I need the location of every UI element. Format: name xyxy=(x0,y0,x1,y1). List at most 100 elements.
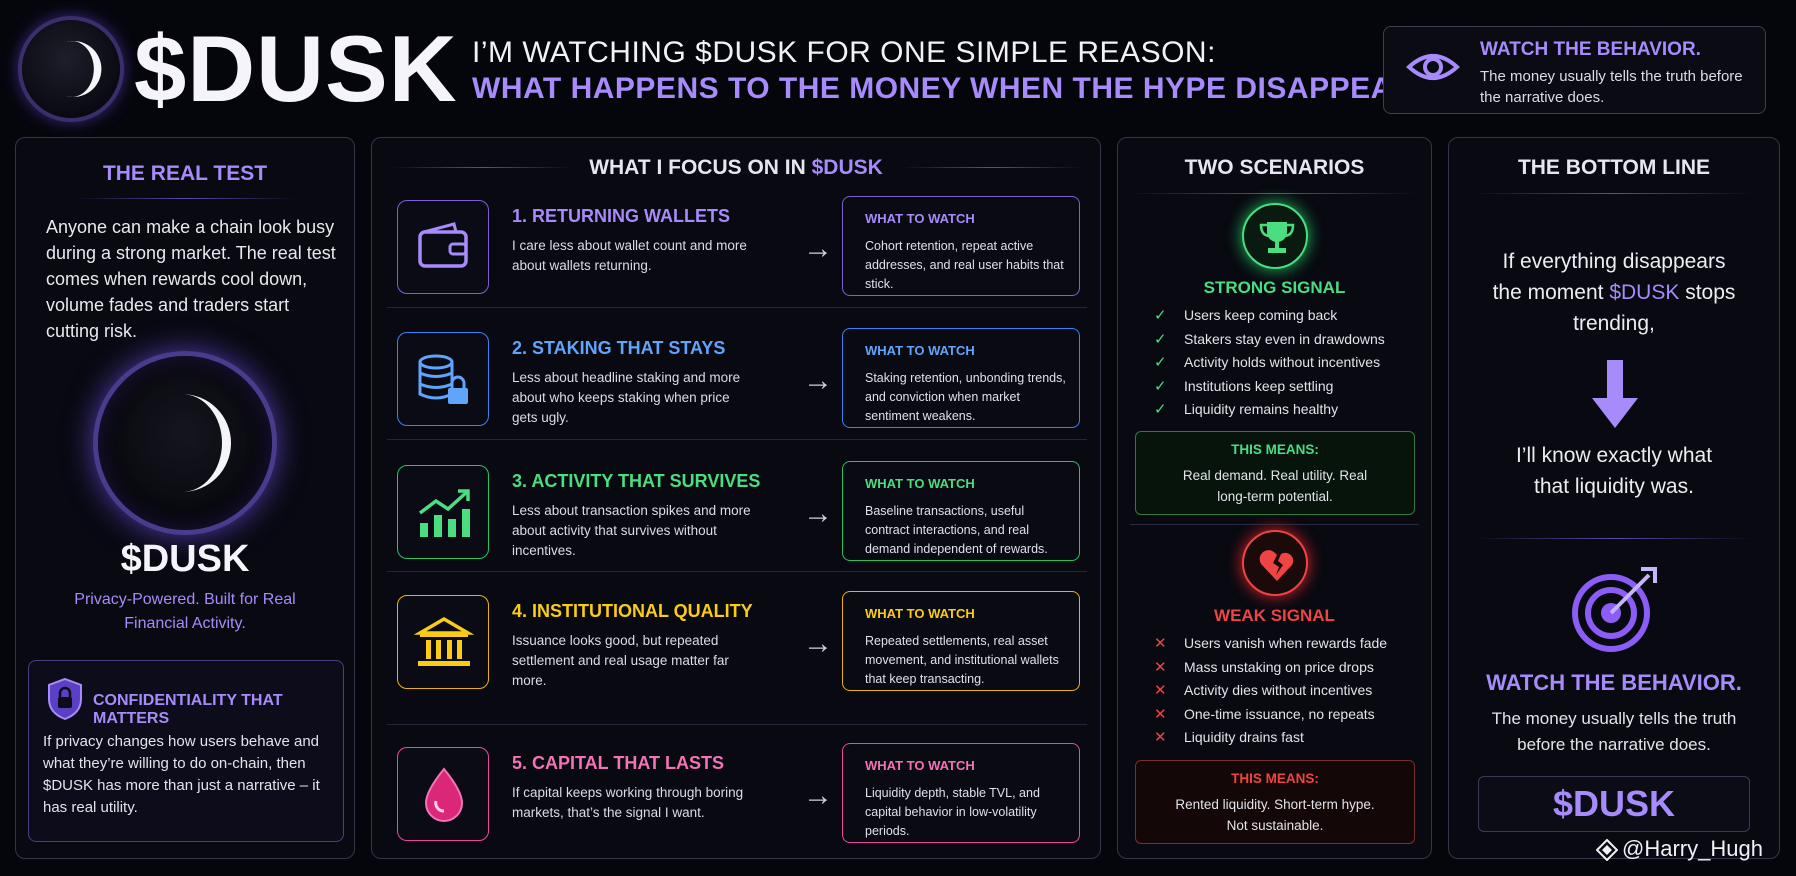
weak-means-title: THIS MEANS: xyxy=(1231,771,1319,786)
focus-row-desc: Less about transaction spikes and more a… xyxy=(512,503,751,558)
weak-signal-list: ✕Users vanish when rewards fade ✕Mass un… xyxy=(1154,632,1424,750)
watch-text: Liquidity depth, stable TVL, and capital… xyxy=(865,786,1040,838)
dusk-badge: $DUSK xyxy=(1478,776,1750,832)
watch-behavior-title: WATCH THE BEHAVIOR. xyxy=(1480,39,1701,60)
shield-lock-icon xyxy=(48,677,82,721)
headline-line1: I’M WATCHING $DUSK FOR ONE SIMPLE REASON… xyxy=(472,36,1216,69)
strong-means-text: Real demand. Real utility. Real long-ter… xyxy=(1182,468,1368,504)
list-item: ✓Users keep coming back xyxy=(1154,304,1424,328)
focus-row-desc: If capital keeps working through boring … xyxy=(512,785,744,820)
strong-signal-title: STRONG SIGNAL xyxy=(1203,278,1346,297)
watch-label: WHAT TO WATCH xyxy=(865,758,975,773)
dusk-label: $DUSK xyxy=(120,538,250,580)
cross-icon: ✕ xyxy=(1154,658,1167,676)
focus-title: WHAT I FOCUS ON IN $DUSK xyxy=(372,156,1100,180)
arrow-down-icon xyxy=(1592,360,1638,428)
trophy-icon xyxy=(1242,203,1308,269)
real-test-title: THE REAL TEST xyxy=(102,162,268,185)
watch-text: Cohort retention, repeat active addresse… xyxy=(865,239,1064,291)
check-icon: ✓ xyxy=(1154,307,1167,324)
watch-box: WHAT TO WATCH Cohort retention, repeat a… xyxy=(842,196,1080,296)
focus-row-title: 4. INSTITUTIONAL QUALITY xyxy=(512,601,753,621)
list-item: ✕Users vanish when rewards fade xyxy=(1154,632,1424,656)
confidentiality-card: CONFIDENTIALITY THAT MATTERS If privacy … xyxy=(28,660,344,842)
watch-text: Baseline transactions, useful contract i… xyxy=(865,504,1048,556)
cross-icon: ✕ xyxy=(1154,705,1167,723)
bottom-line-title: THE BOTTOM LINE xyxy=(1517,156,1711,179)
panel-two-scenarios: TWO SCENARIOS STRONG SIGNAL ✓Users keep … xyxy=(1117,137,1432,859)
strong-means-box: THIS MEANS: Real demand. Real utility. R… xyxy=(1135,431,1415,515)
confidentiality-body: If privacy changes how users behave and … xyxy=(43,733,320,816)
cross-icon: ✕ xyxy=(1154,682,1167,699)
check-icon: ✓ xyxy=(1154,401,1167,418)
real-test-body: Anyone can make a chain look busy during… xyxy=(46,217,336,341)
quote-accent: $DUSK xyxy=(1609,281,1680,304)
focus-row-5: 5. CAPITAL THAT LASTS If capital keeps w… xyxy=(387,729,1087,849)
arrow-right-icon: → xyxy=(803,364,833,397)
divider xyxy=(76,198,296,199)
eye-icon xyxy=(1406,54,1460,80)
list-item: ✕Mass unstaking on price drops xyxy=(1154,656,1424,680)
focus-row-desc: Less about headline staking and more abo… xyxy=(512,370,741,425)
focus-row-2: 2. STAKING THAT STAYS Less about headlin… xyxy=(387,314,1087,434)
scenarios-title: TWO SCENARIOS xyxy=(1184,156,1365,179)
divider xyxy=(1474,538,1754,539)
diamond-logo-icon xyxy=(1596,839,1618,862)
watch-label: WHAT TO WATCH xyxy=(865,211,975,226)
panel-focus: WHAT I FOCUS ON IN $DUSK 1. RETURNING WA… xyxy=(371,137,1101,859)
divider xyxy=(1130,193,1419,194)
focus-row-1: 1. RETURNING WALLETS I care less about w… xyxy=(387,182,1087,302)
watch-text: Repeated settlements, real asset movemen… xyxy=(865,634,1059,686)
focus-row-title: 1. RETURNING WALLETS xyxy=(512,206,731,226)
list-item: ✕Liquidity drains fast xyxy=(1154,726,1424,750)
watch-box: WHAT TO WATCH Staking retention, unbondi… xyxy=(842,328,1080,428)
watch-label: WHAT TO WATCH xyxy=(865,343,975,358)
cross-icon: ✕ xyxy=(1154,635,1167,652)
row-divider xyxy=(387,439,1087,440)
moon-icon xyxy=(98,356,272,530)
focus-title-accent: $DUSK xyxy=(811,156,883,179)
drop-icon xyxy=(397,747,489,841)
logo-moon-icon xyxy=(22,20,120,118)
dusk-tagline: Privacy-Powered. Built for Real Financia… xyxy=(74,591,296,632)
panel-real-test: THE REAL TEST Anyone can make a chain lo… xyxy=(15,137,355,859)
bottom-watch-text: The money usually tells the truth before… xyxy=(1491,709,1737,754)
list-item: ✕One-time issuance, no repeats xyxy=(1154,703,1424,727)
broken-heart-icon xyxy=(1242,530,1308,596)
focus-row-title: 5. CAPITAL THAT LASTS xyxy=(512,753,725,773)
divider xyxy=(1474,193,1754,194)
headline-line2: WHAT HAPPENS TO THE MONEY WHEN THE HYPE … xyxy=(472,72,1455,105)
focus-row-title: 2. STAKING THAT STAYS xyxy=(512,338,726,358)
arrow-right-icon: → xyxy=(803,779,833,812)
check-icon: ✓ xyxy=(1154,330,1167,348)
bank-icon xyxy=(397,595,489,689)
bottom-watch-title: WATCH THE BEHAVIOR. xyxy=(1486,670,1742,695)
target-icon xyxy=(1572,567,1657,652)
growth-chart-icon xyxy=(397,465,489,559)
focus-row-title: 3. ACTIVITY THAT SURVIVES xyxy=(512,471,761,491)
weak-means-box: THIS MEANS: Rented liquidity. Short-term… xyxy=(1135,760,1415,844)
watch-box: WHAT TO WATCH Repeated settlements, real… xyxy=(842,591,1080,691)
watch-behavior-card: WATCH THE BEHAVIOR. The money usually te… xyxy=(1383,26,1766,114)
watch-box: WHAT TO WATCH Liquidity depth, stable TV… xyxy=(842,743,1080,843)
arrow-right-icon: → xyxy=(803,627,833,660)
strong-means-title: THIS MEANS: xyxy=(1231,442,1319,457)
panel-bottom-line: THE BOTTOM LINE If everything disappears… xyxy=(1448,137,1780,859)
watermark: @Harry_Hugh xyxy=(1596,836,1763,862)
bottom-line-quote-2: I’ll know exactly what that liquidity wa… xyxy=(1515,444,1713,498)
list-item: ✓Institutions keep settling xyxy=(1154,375,1424,399)
brand-title: $DUSK xyxy=(134,16,458,121)
list-item: ✓Liquidity remains healthy xyxy=(1154,398,1424,422)
row-divider xyxy=(387,571,1087,572)
watch-text: Staking retention, unbonding trends, and… xyxy=(865,371,1066,423)
watch-label: WHAT TO WATCH xyxy=(865,606,975,621)
watermark-text: @Harry_Hugh xyxy=(1622,836,1763,861)
check-icon: ✓ xyxy=(1154,354,1167,371)
row-divider xyxy=(387,724,1087,725)
weak-signal-title: WEAK SIGNAL xyxy=(1214,606,1335,625)
coins-lock-icon xyxy=(397,332,489,426)
quote-text: If everything disappears the moment xyxy=(1492,250,1726,304)
focus-row-4: 4. INSTITUTIONAL QUALITY Issuance looks … xyxy=(387,577,1087,697)
arrow-right-icon: → xyxy=(803,497,833,530)
list-item: ✓Activity holds without incentives xyxy=(1154,351,1424,375)
